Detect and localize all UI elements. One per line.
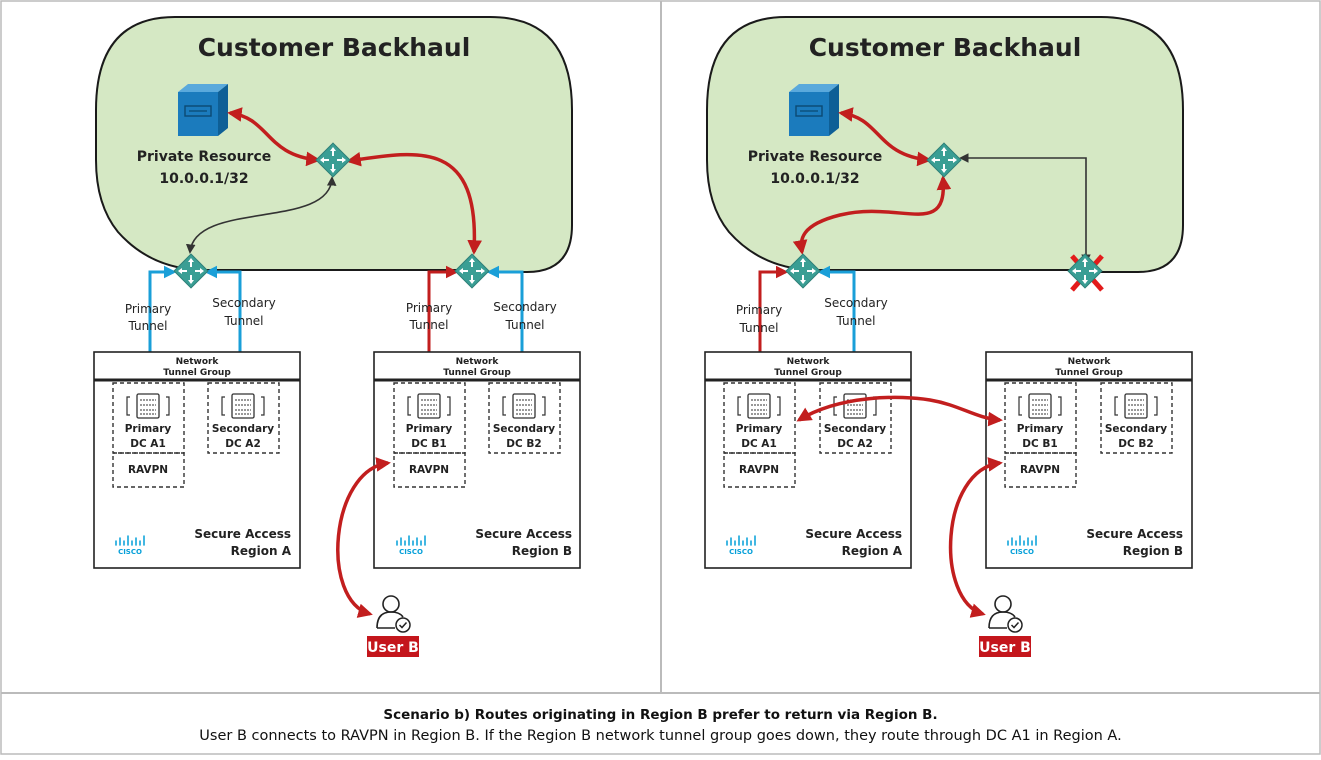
resource-ip: 10.0.0.1/32 [770, 171, 859, 187]
cisco-wordmark: CISCO [1010, 548, 1034, 556]
path-user-to-ravpn [948, 457, 1003, 618]
resource-name: Private Resource [748, 149, 883, 165]
user-badge [979, 636, 1031, 657]
path-core-to-failed-link [959, 153, 1091, 264]
tunnel-group-header: Network [787, 357, 831, 367]
tunnel-b-primary [422, 265, 459, 380]
tunnel-group-header: Tunnel Group [443, 368, 511, 378]
dc-role: Primary [736, 423, 783, 435]
tunnel-b-secondary [486, 265, 529, 380]
dc-role: Primary [125, 423, 172, 435]
region-b-box: Network Tunnel Group Primary DC B1 Secon… [373, 351, 581, 569]
tunnel-group-header: Network [456, 357, 500, 367]
dc-role: Secondary [1105, 423, 1167, 435]
tunnel-label: Tunnel [504, 318, 544, 332]
tunnel-label: Secondary [824, 296, 888, 310]
path-dc-a1-to-region-b [796, 395, 1003, 427]
dc-role: Primary [1017, 423, 1064, 435]
user-label: User B [979, 640, 1031, 656]
tunnel-a-primary [143, 265, 177, 380]
tunnel-group-header: Network [1068, 357, 1112, 367]
cisco-wordmark: CISCO [399, 548, 423, 556]
user-badge [367, 636, 419, 657]
region-a-box: Network Tunnel Group Primary DC A1 Secon… [704, 351, 912, 569]
dc-name: DC B2 [506, 438, 541, 450]
dc-name: DC A2 [225, 438, 261, 450]
ravpn-label: RAVPN [409, 464, 449, 476]
ravpn-label: RAVPN [1020, 464, 1060, 476]
path-server-to-core [838, 107, 932, 167]
tunnel-label: Primary [736, 303, 782, 317]
tunnel-a-primary [753, 265, 789, 380]
panel-2: Customer Backhaul Private Resource 10.0.… [704, 16, 1193, 657]
dc-name: DC B2 [1118, 438, 1153, 450]
region-label: Region A [231, 544, 292, 558]
region-b-box: Network Tunnel Group Primary DC B1 Secon… [985, 351, 1193, 569]
panel-1: Customer Backhaul Private Resource 10.0.… [93, 16, 581, 657]
backhaul-title: Customer Backhaul [198, 33, 471, 62]
dc-name: DC A1 [741, 438, 777, 450]
resource-ip: 10.0.0.1/32 [159, 171, 248, 187]
region-label: Region A [842, 544, 903, 558]
dc-name: DC B1 [411, 438, 446, 450]
user-label: User B [367, 640, 419, 656]
path-core-to-router-a [185, 176, 337, 254]
caption-title: Scenario b) Routes originating in Region… [383, 707, 938, 723]
dc-role: Secondary [824, 423, 886, 435]
tunnel-label: Primary [406, 301, 452, 315]
dc-role: Primary [406, 423, 453, 435]
dc-role: Secondary [493, 423, 555, 435]
tunnel-label: Tunnel [738, 321, 778, 335]
caption: Scenario b) Routes originating in Region… [1, 694, 1320, 755]
dc-role: Secondary [212, 423, 274, 435]
tunnel-label: Tunnel [835, 314, 875, 328]
tunnel-label: Secondary [212, 296, 276, 310]
ravpn-label: RAVPN [739, 464, 779, 476]
caption-text: User B connects to RAVPN in Region B. If… [199, 728, 1122, 744]
region-label: Region B [512, 544, 572, 558]
region-label: Secure Access [1086, 527, 1183, 541]
path-server-to-core [227, 107, 321, 167]
ravpn-label: RAVPN [128, 464, 168, 476]
region-a-box: Network Tunnel Group Primary DC A1 Secon… [93, 351, 301, 569]
tunnel-label: Tunnel [127, 319, 167, 333]
server-icon [788, 83, 840, 137]
tunnel-group-header: Network [176, 357, 220, 367]
backhaul-title: Customer Backhaul [809, 33, 1082, 62]
resource-name: Private Resource [137, 149, 272, 165]
cisco-wordmark: CISCO [729, 548, 753, 556]
tunnel-a-secondary [204, 265, 247, 380]
tunnel-label: Tunnel [223, 314, 263, 328]
tunnel-group-header: Tunnel Group [1055, 368, 1123, 378]
tunnel-label: Tunnel [408, 318, 448, 332]
region-label: Secure Access [194, 527, 291, 541]
cisco-wordmark: CISCO [118, 548, 142, 556]
path-core-to-router-a [792, 175, 952, 255]
dc-name: DC B1 [1022, 438, 1057, 450]
region-label: Region B [1123, 544, 1183, 558]
tunnel-group-header: Tunnel Group [163, 368, 231, 378]
path-user-to-ravpn [336, 457, 391, 618]
dc-name: DC A2 [837, 438, 873, 450]
tunnel-label: Primary [125, 302, 171, 316]
server-icon [177, 83, 229, 137]
region-label: Secure Access [475, 527, 572, 541]
region-label: Secure Access [805, 527, 902, 541]
tunnel-group-header: Tunnel Group [774, 368, 842, 378]
tunnel-a-secondary [817, 265, 861, 380]
path-core-to-router-b [346, 151, 482, 255]
dc-name: DC A1 [130, 438, 166, 450]
tunnel-label: Secondary [493, 300, 557, 314]
